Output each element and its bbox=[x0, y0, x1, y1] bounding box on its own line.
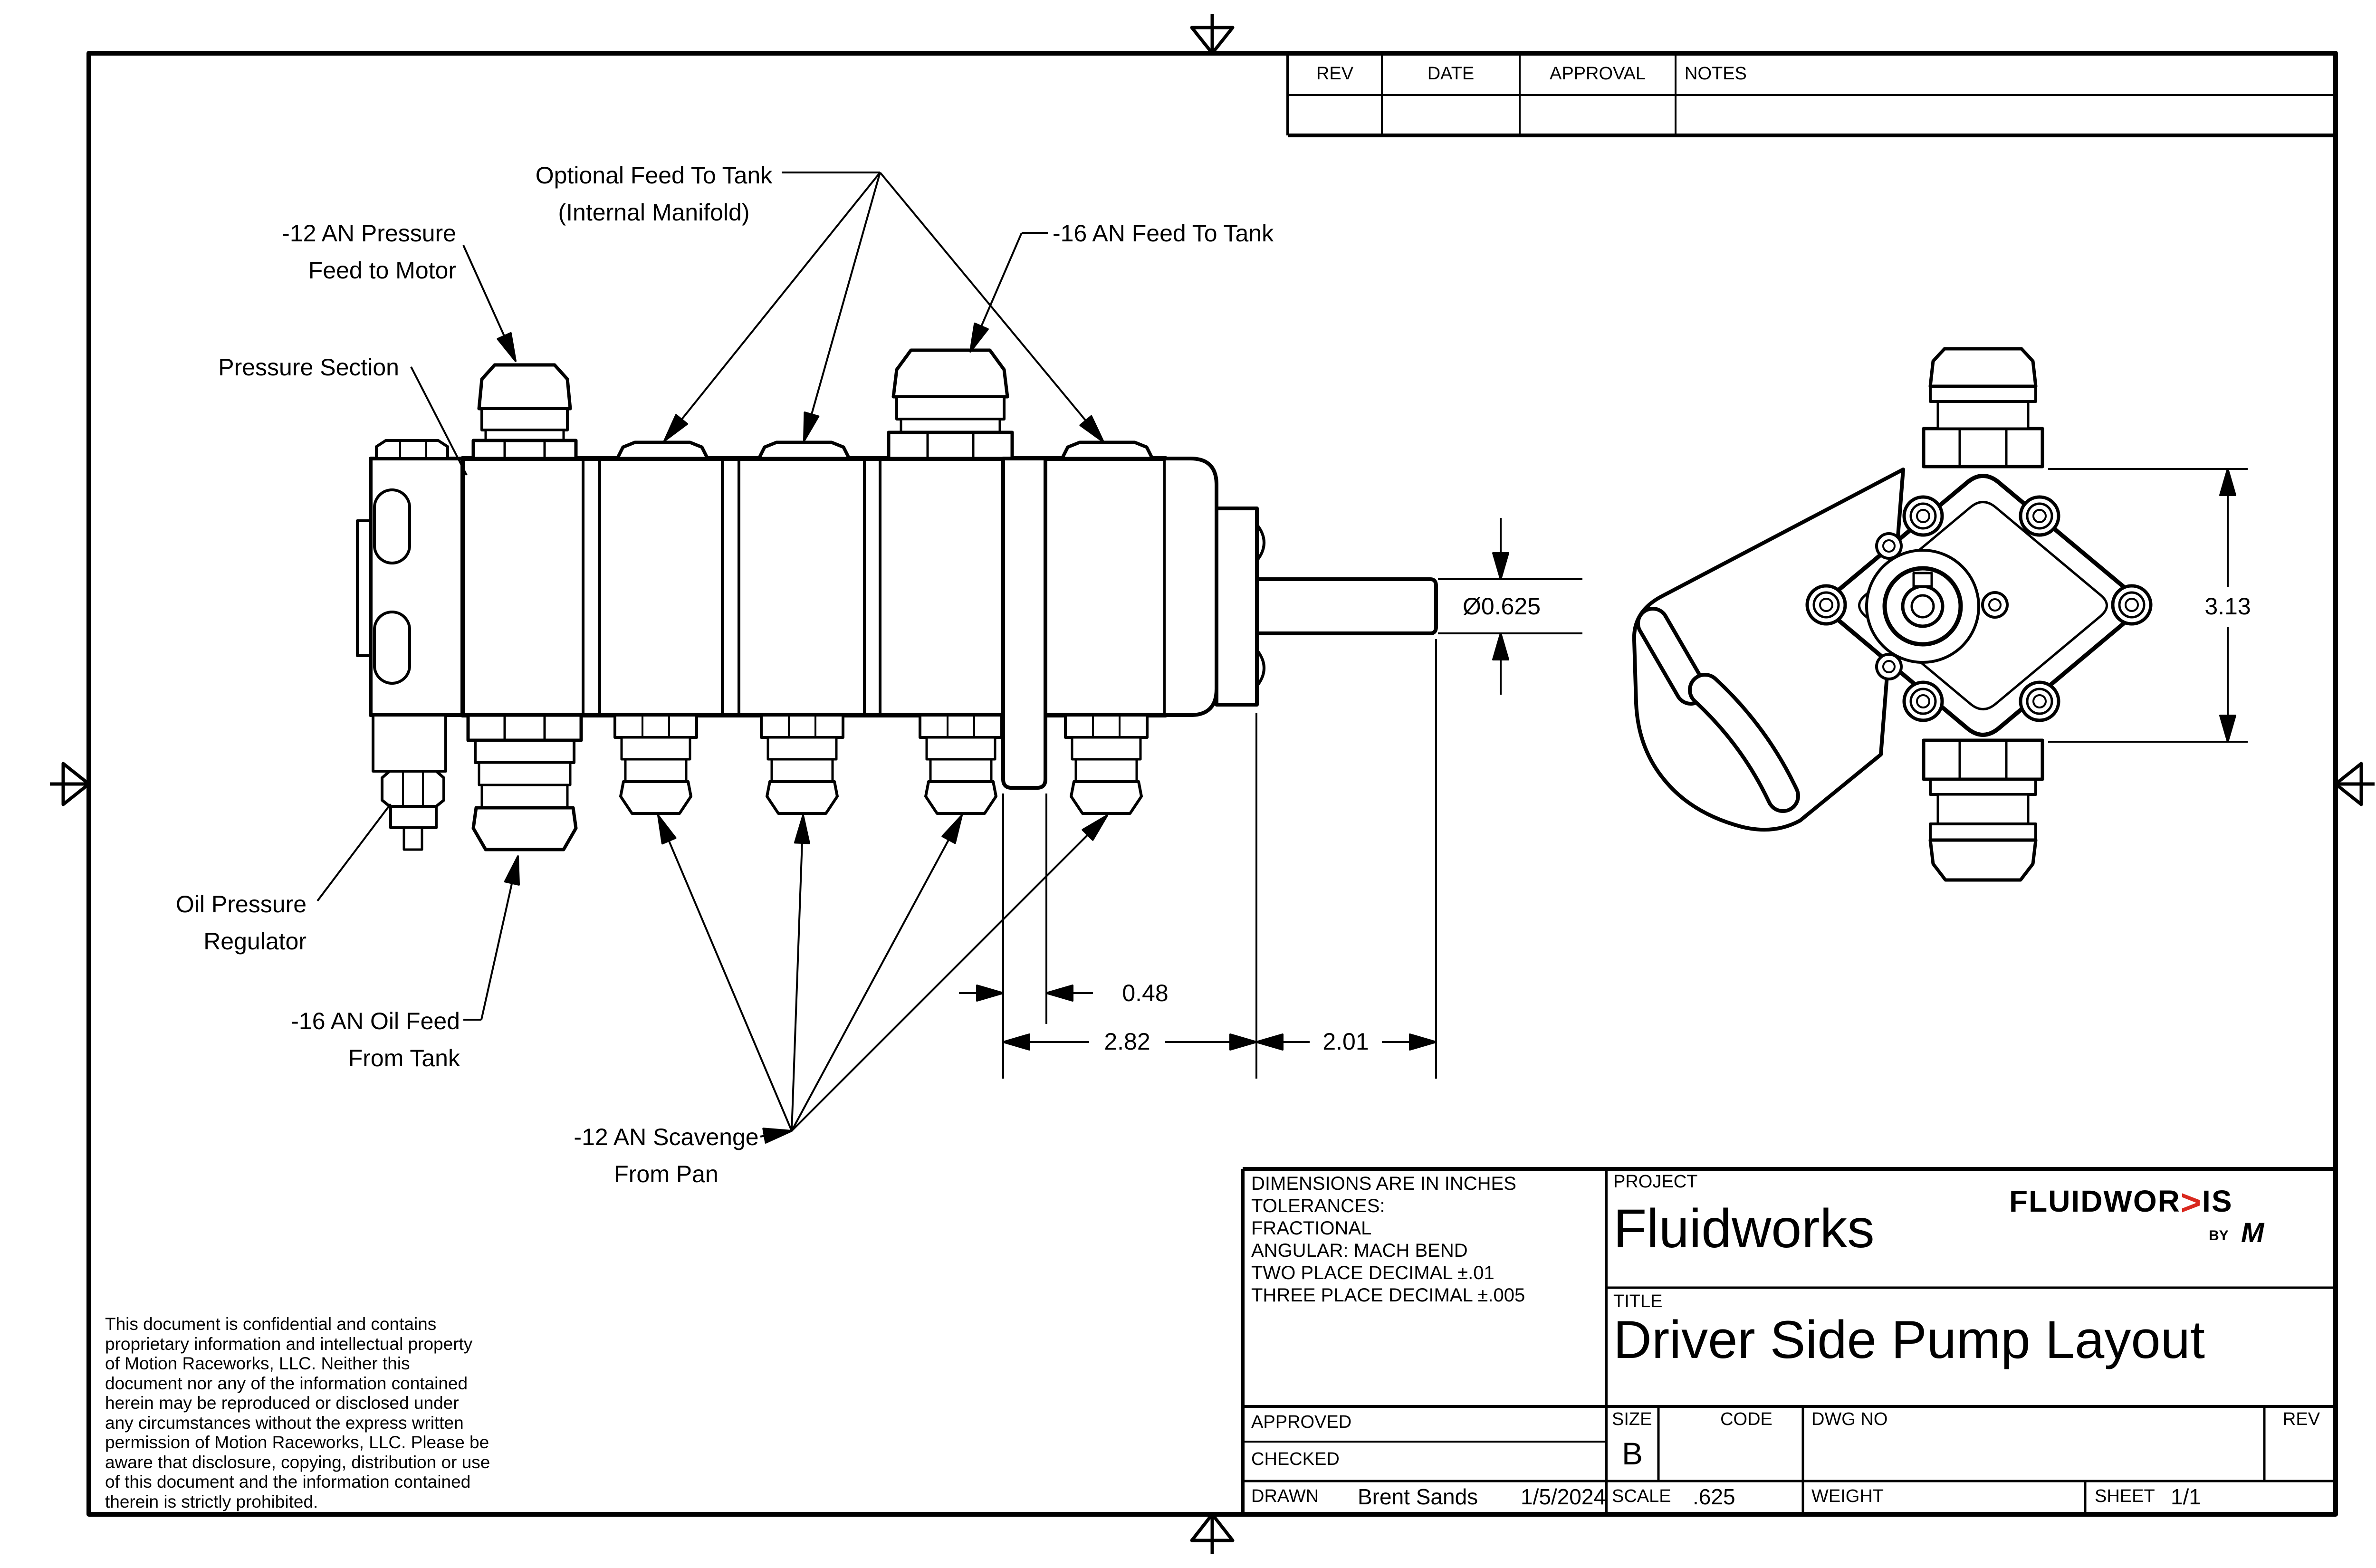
motion-m-icon: M bbox=[2241, 1217, 2264, 1248]
fluidworks-logo-right: IS bbox=[2202, 1184, 2233, 1218]
dim-end-height: 3.13 bbox=[2204, 593, 2251, 620]
logo-by-text: BY bbox=[2209, 1228, 2229, 1243]
label-pressure-section: Pressure Section bbox=[218, 354, 399, 381]
housing-bolts bbox=[1805, 495, 2153, 722]
fitting-16an-feed-tank bbox=[887, 348, 1014, 460]
pump-side-view bbox=[356, 348, 1438, 851]
rev-table-header-rev: REV bbox=[1316, 64, 1354, 84]
label-oil-regulator-line1: Oil Pressure bbox=[175, 891, 307, 918]
title-block-lines bbox=[1241, 1167, 2336, 1514]
label-scavenge-line2: From Pan bbox=[614, 1161, 719, 1187]
tolerance-line4: ANGULAR: MACH BEND bbox=[1251, 1240, 1468, 1261]
dim-shaft-length: 2.01 bbox=[1322, 1028, 1369, 1055]
rev-table-header-notes: NOTES bbox=[1685, 64, 1747, 84]
fitting-12an-pressure bbox=[471, 363, 578, 460]
rev-label: REV bbox=[2282, 1409, 2320, 1429]
label-pressure-feed-line2: Feed to Motor bbox=[308, 257, 456, 284]
project-label: PROJECT bbox=[1613, 1172, 1698, 1192]
end-view-top-fitting bbox=[1922, 347, 2044, 468]
project-name: Fluidworks bbox=[1613, 1198, 1875, 1259]
dwg-no-label: DWG NO bbox=[1811, 1409, 1888, 1429]
fluidworks-logo: FLUIDWOR>IS bbox=[2009, 1182, 2233, 1223]
end-view-bottom-fitting bbox=[1922, 738, 2044, 882]
label-feed-to-tank: -16 AN Feed To Tank bbox=[1053, 220, 1274, 247]
scavenge-fittings bbox=[613, 714, 1149, 815]
small-screws bbox=[1875, 532, 2009, 680]
label-optional-feed-line1: Optional Feed To Tank bbox=[535, 162, 773, 189]
section-dividers bbox=[582, 459, 881, 715]
rev-table-header-date: DATE bbox=[1427, 64, 1475, 84]
drawing-title: Driver Side Pump Layout bbox=[1613, 1310, 2205, 1369]
weight-label: WEIGHT bbox=[1811, 1486, 1884, 1506]
drawn-label: DRAWN bbox=[1251, 1486, 1319, 1506]
label-oil-regulator: Oil Pressure Regulator bbox=[116, 886, 307, 960]
tolerance-line3: FRACTIONAL bbox=[1251, 1218, 1372, 1239]
scale-value: .625 bbox=[1693, 1484, 1735, 1509]
tolerance-line2: TOLERANCES: bbox=[1251, 1195, 1385, 1216]
label-oil-feed-line1: -16 AN Oil Feed bbox=[291, 1008, 460, 1034]
size-label: SIZE bbox=[1612, 1409, 1652, 1429]
label-optional-feed-line2: (Internal Manifold) bbox=[558, 199, 750, 226]
dim-body-length: 2.82 bbox=[1104, 1028, 1150, 1055]
dim-plate-width: 0.48 bbox=[1122, 980, 1169, 1006]
size-value: B bbox=[1621, 1436, 1643, 1471]
label-scavenge: -12 AN Scavenge From Pan bbox=[524, 1119, 809, 1193]
revision-table-lines bbox=[1286, 53, 2336, 137]
bracket-edge bbox=[1001, 457, 1047, 790]
label-scavenge-line1: -12 AN Scavenge bbox=[574, 1124, 759, 1150]
label-pressure-feed-line1: -12 AN Pressure bbox=[282, 220, 456, 247]
scale-label: SCALE bbox=[1612, 1486, 1671, 1506]
rear-cover bbox=[1166, 457, 1218, 717]
label-oil-feed-line2: From Tank bbox=[348, 1045, 460, 1071]
bracket-plate bbox=[1632, 468, 1905, 832]
sheet-border bbox=[50, 14, 2375, 1554]
oil-pressure-regulator bbox=[372, 714, 447, 851]
approved-label: APPROVED bbox=[1251, 1412, 1352, 1432]
output-shaft bbox=[1255, 577, 1438, 635]
tolerance-line6: THREE PLACE DECIMAL ±.005 bbox=[1251, 1285, 1525, 1306]
fitting-16an-oil-feed bbox=[466, 713, 583, 851]
rev-table-header-approval: APPROVAL bbox=[1549, 64, 1646, 84]
drawn-by-value: Brent Sands bbox=[1358, 1484, 1478, 1509]
title-label: TITLE bbox=[1613, 1291, 1663, 1311]
tolerance-line1: DIMENSIONS ARE IN INCHES bbox=[1251, 1173, 1516, 1194]
shaft-bore bbox=[1865, 549, 1980, 664]
label-oil-feed: -16 AN Oil Feed From Tank bbox=[222, 1003, 460, 1077]
label-pressure-feed: -12 AN Pressure Feed to Motor bbox=[219, 215, 456, 289]
optional-feed-ports bbox=[615, 440, 1154, 460]
drawn-date-value: 1/5/2024 bbox=[1521, 1484, 1606, 1509]
tolerance-line5: TWO PLACE DECIMAL ±.01 bbox=[1251, 1262, 1495, 1283]
checked-label: CHECKED bbox=[1251, 1449, 1340, 1469]
label-oil-regulator-line2: Regulator bbox=[203, 928, 307, 955]
fluidworks-logo-chevron: > bbox=[2180, 1183, 2203, 1222]
fluidworks-logo-left: FLUIDWOR bbox=[2009, 1184, 2181, 1218]
tolerance-notes: DIMENSIONS ARE IN INCHES TOLERANCES: FRA… bbox=[1251, 1173, 1525, 1307]
confidentiality-note: This document is confidential and contai… bbox=[105, 1314, 490, 1511]
dimension-lines bbox=[959, 468, 2248, 1079]
sheet-label: SHEET bbox=[2095, 1486, 2155, 1506]
pump-end-view bbox=[1632, 347, 2153, 882]
leader-lines bbox=[316, 172, 1108, 1144]
label-optional-feed: Optional Feed To Tank (Internal Manifold… bbox=[507, 157, 801, 231]
dim-shaft-dia: Ø0.625 bbox=[1462, 593, 1541, 620]
pressure-section-block bbox=[356, 439, 464, 717]
code-label: CODE bbox=[1720, 1409, 1772, 1429]
sheet-value: 1/1 bbox=[2171, 1484, 2201, 1509]
